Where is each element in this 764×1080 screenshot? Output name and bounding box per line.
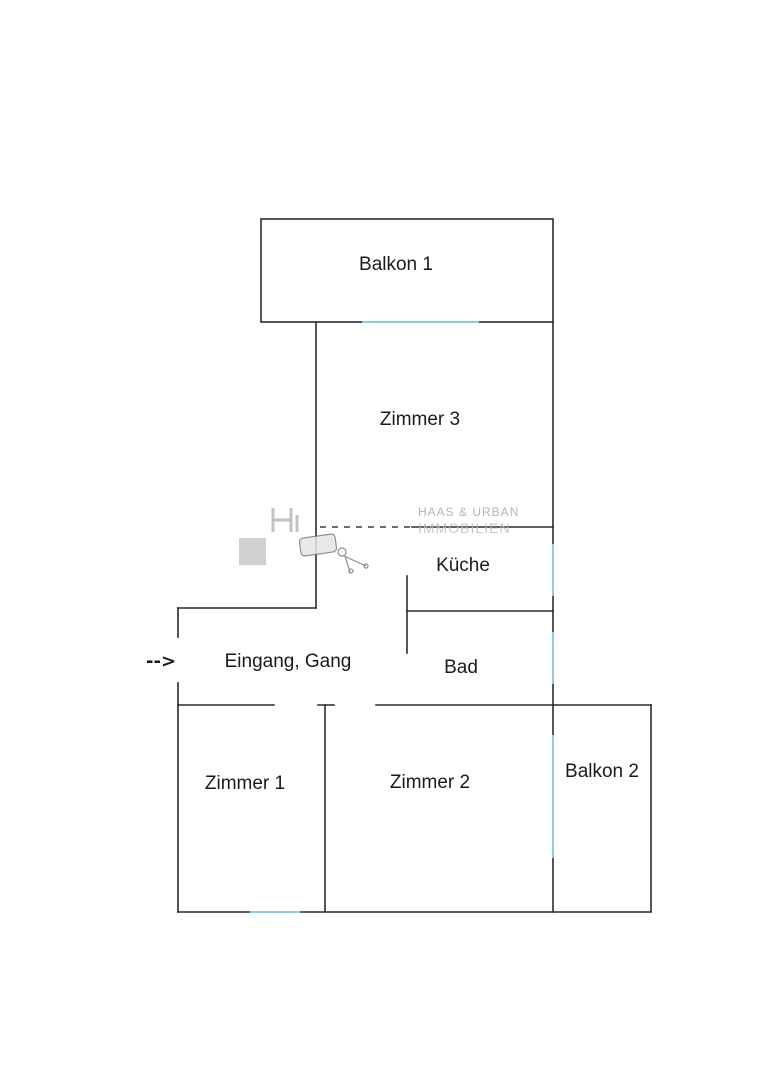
- room-label-zimmer2: Zimmer 2: [390, 772, 470, 793]
- room-label-zimmer1: Zimmer 1: [205, 773, 285, 794]
- watermark-line1: HAAS & URBAN: [418, 505, 519, 519]
- watermark: HAAS & URBAN IMMOBILIEN: [239, 505, 519, 574]
- room-label-zimmer3: Zimmer 3: [380, 409, 460, 430]
- room-label-balkon2: Balkon 2: [565, 761, 639, 782]
- room-label-balkon1: Balkon 1: [359, 254, 433, 275]
- watermark-square-icon: [239, 538, 266, 565]
- watermark-line2: IMMOBILIEN: [418, 520, 510, 536]
- room-labels: Balkon 1 Zimmer 3 Küche Bad Eingang, Gan…: [205, 254, 639, 794]
- entrance-arrow: -->: [146, 651, 176, 672]
- room-label-bad: Bad: [444, 657, 478, 678]
- room-label-kueche: Küche: [436, 555, 490, 576]
- keys-icon: [298, 533, 369, 574]
- room-label-eingang: Eingang, Gang: [225, 651, 352, 672]
- watermark-h-logo-icon: [271, 508, 299, 532]
- windows: [250, 321, 554, 913]
